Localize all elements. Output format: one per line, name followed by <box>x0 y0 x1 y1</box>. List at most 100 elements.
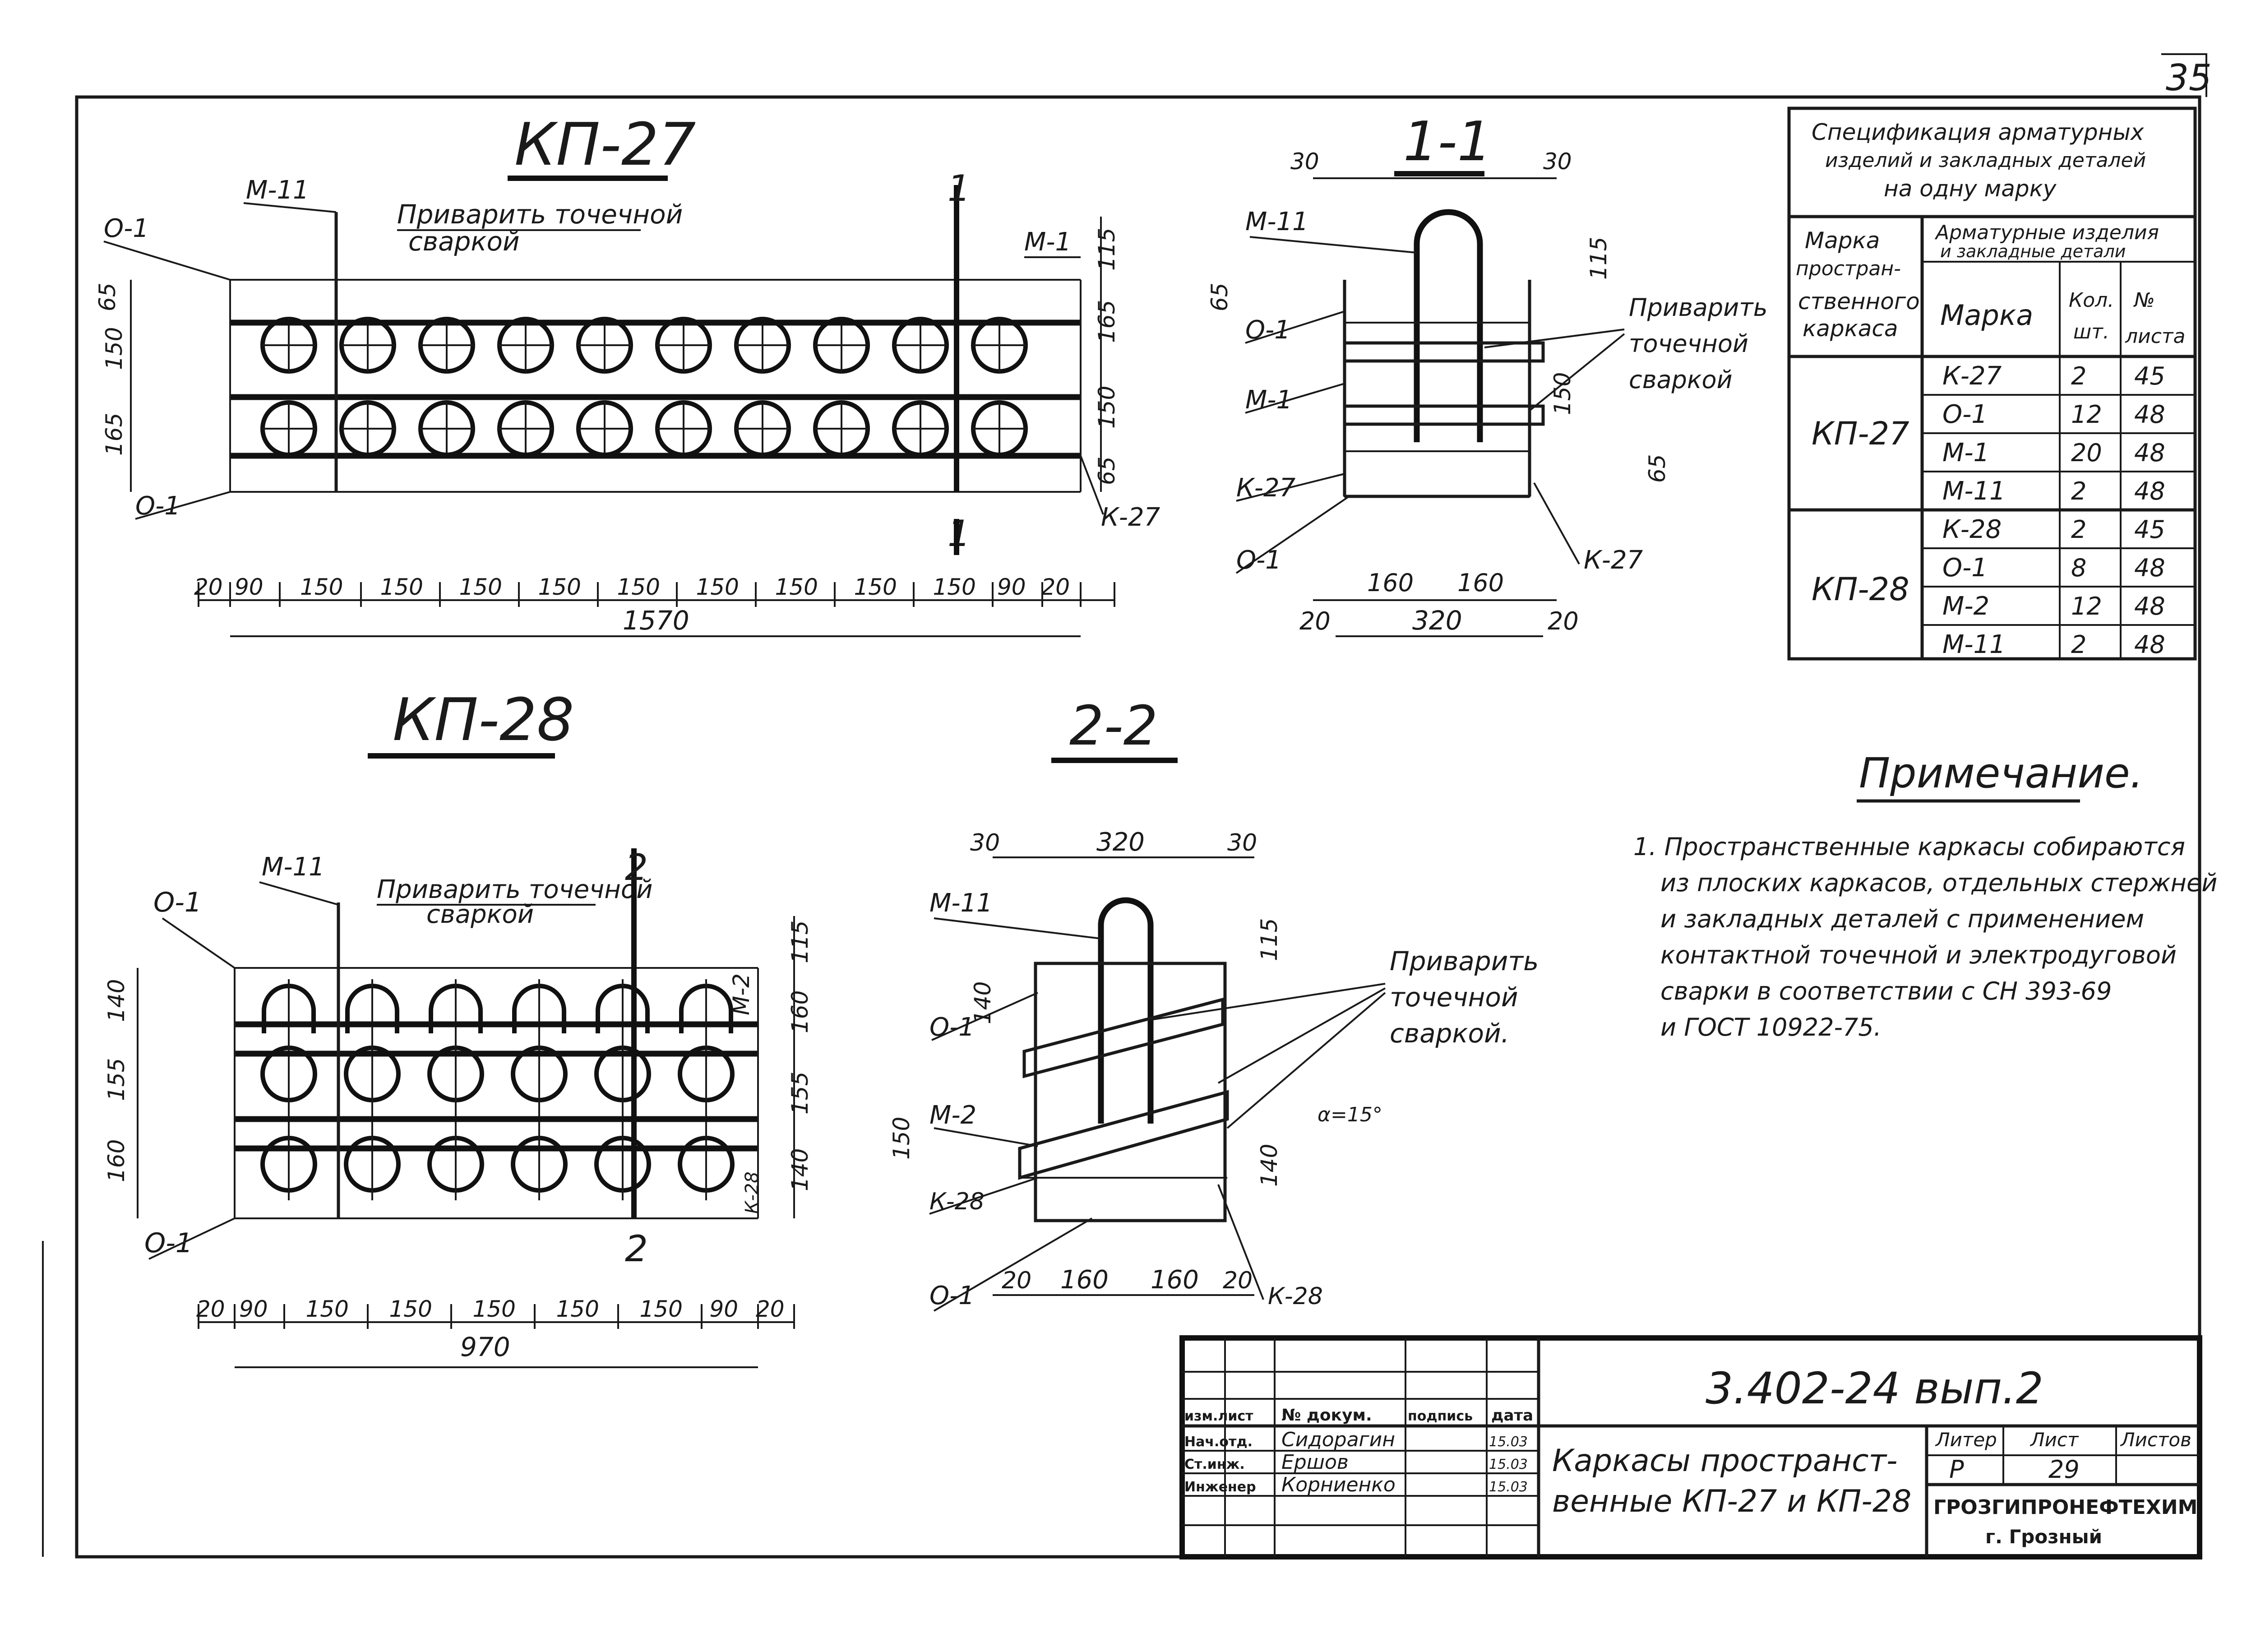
s22-weld-note-3: сваркой. <box>1390 1018 1509 1049</box>
s22-k28-leader <box>929 1177 1038 1215</box>
s11-weld-note-3: сваркой <box>1629 366 1733 394</box>
spec-col-mark-1: Марка <box>1805 227 1880 254</box>
s11-label-o1-bot: О-1 <box>1236 546 1281 575</box>
s11-plate-m1-bot <box>1343 404 1545 426</box>
spec-outline <box>1787 106 2197 661</box>
kp27-dim-value: 150 <box>617 574 660 600</box>
kp28-view: КП-28 Приварить точечной сваркой М-11 О-… <box>103 685 813 1368</box>
spec-cell-qty: 12 <box>2071 592 2102 620</box>
s11-k27-leader <box>1236 473 1345 502</box>
s11-plate-m1-top <box>1343 341 1545 363</box>
kp27-view: КП-27 Приварить точечной сваркой М-11 О-… <box>94 110 1160 637</box>
spec-cell-sheet: 48 <box>2134 439 2165 467</box>
s22-dim-side-4: 140 <box>1256 1144 1282 1187</box>
kp28-title: КП-28 <box>393 685 574 754</box>
s22-label-k28-right: К-28 <box>1268 1283 1323 1310</box>
kp27-dim-left-2: 150 <box>101 327 127 370</box>
kp27-holes <box>260 317 1028 457</box>
s11-total: 320 <box>1412 605 1462 636</box>
note-line-2: из плоских каркасов, отдельных стержней <box>1660 869 2217 897</box>
spec-cell-qty: 2 <box>2071 515 2086 544</box>
spec-cell-item: М-11 <box>1942 630 2006 659</box>
tb-stage-label: Литер <box>1935 1429 1997 1451</box>
section-1-1: 1-1 М-11 О-1 М-1 К-27 О-1 К-27 Приварить… <box>1207 111 1768 637</box>
tb-title-1: Каркасы пространст- <box>1552 1443 1898 1479</box>
s22-dim-bot-3: 160 <box>1151 1265 1199 1295</box>
kp27-dim-value: 20 <box>1041 574 1070 600</box>
kp28-holes <box>260 979 735 1200</box>
note-heading: Примечание. <box>1859 749 2143 797</box>
spec-cell-item: К-28 <box>1942 515 2002 544</box>
spec-cell-qty: 2 <box>2071 630 2086 659</box>
s11-o1-bot-leader <box>1235 495 1350 574</box>
kp27-dim-value: 150 <box>459 574 502 600</box>
tb-sheet-label: Лист <box>2029 1429 2079 1451</box>
kp27-dim-left-3: 165 <box>101 413 127 456</box>
spec-cell-item: О-1 <box>1942 400 1988 429</box>
kp27-weld-note-1: Приварить точечной <box>397 199 683 230</box>
kp28-label-m2: М-2 <box>728 973 754 1015</box>
tb-sheets-label: Листов <box>2120 1429 2191 1451</box>
s11-dim-bot-4: 20 <box>1548 607 1579 635</box>
kp27-dim-value: 150 <box>300 574 343 600</box>
kp28-dim-value: 90 <box>239 1296 268 1322</box>
s22-plate-lower <box>1018 1090 1229 1180</box>
kp28-dim-value: 20 <box>196 1296 225 1322</box>
stamp-date: 15.03 <box>1489 1479 1528 1495</box>
kp27-dim-right-4: 65 <box>1094 456 1120 485</box>
kp28-dim-value: 150 <box>306 1296 349 1322</box>
section-2-2: 2-2 М-11 О-1 М-2 К-28 О-1 К-28 Приварить… <box>888 695 1539 1312</box>
kp27-dim-value: 150 <box>854 574 897 600</box>
kp28-label-m11: М-11 <box>262 852 325 882</box>
spec-row-lines <box>1922 394 2195 626</box>
s11-o1-top-leader <box>1245 310 1345 344</box>
s22-dim-bot-1: 20 <box>1002 1267 1031 1294</box>
s11-weld-leader-1 <box>1484 329 1625 348</box>
s22-label-o1-bot: О-1 <box>929 1281 975 1310</box>
s22-dim-bot-2: 160 <box>1060 1265 1109 1295</box>
s11-dim-bot-3: 160 <box>1457 569 1504 597</box>
spec-cell-qty: 12 <box>2071 400 2102 429</box>
stamp-date: 15.03 <box>1489 1434 1528 1450</box>
kp27-dim-value: 150 <box>538 574 581 600</box>
kp27-dim-right-3: 150 <box>1094 386 1120 429</box>
s11-dim-top-left: 30 <box>1290 148 1319 175</box>
stamp-header-1: изм.лист <box>1184 1408 1253 1424</box>
stamp-role: Инженер <box>1184 1479 1256 1495</box>
spec-cell-sheet: 45 <box>2134 515 2165 544</box>
s22-title: 2-2 <box>1069 695 1158 758</box>
stamp-role: Нач.отд. <box>1184 1434 1253 1450</box>
note-line-4: контактной точечной и электродуговой <box>1660 941 2177 969</box>
stamp-header-4: дата <box>1491 1407 1533 1425</box>
kp27-label-k27: К-27 <box>1101 503 1160 532</box>
kp28-total: 970 <box>460 1332 510 1362</box>
s22-m2-leader <box>934 1127 1038 1147</box>
s11-m1-leader <box>1245 383 1345 414</box>
tb-sheet: 29 <box>2048 1455 2080 1484</box>
tb-drawing-code: 3.402-24 вып.2 <box>1706 1363 2043 1414</box>
kp27-dim-value: 20 <box>194 574 223 600</box>
s22-k28-right-leader <box>1217 1184 1264 1300</box>
page-number-box <box>2161 53 2207 97</box>
kp27-dim-value: 150 <box>775 574 818 600</box>
s11-label-k27-right: К-27 <box>1584 546 1643 575</box>
s11-dim-side-2: 115 <box>1586 237 1612 280</box>
spec-title-3: на одну марку <box>1884 176 2057 202</box>
kp27-label-m1: М-1 <box>1024 227 1071 257</box>
spec-cell-item: М-11 <box>1942 477 2006 506</box>
s22-m11-leader <box>934 917 1101 939</box>
kp28-dim-right-4: 140 <box>787 1148 813 1191</box>
kp27-label-m11: М-11 <box>246 176 309 205</box>
spec-cell-qty: 20 <box>2071 439 2102 467</box>
spec-cell-sheet: 48 <box>2134 477 2165 505</box>
s11-dim-bot-2: 160 <box>1367 569 1414 597</box>
s22-weld-leader-1 <box>1150 983 1386 1021</box>
kp28-label-k28: К-28 <box>742 1171 763 1214</box>
spec-title-1: Спецификация арматурных <box>1812 119 2144 145</box>
s11-m11-leader <box>1249 236 1417 254</box>
s11-label-m11: М-11 <box>1245 207 1308 236</box>
